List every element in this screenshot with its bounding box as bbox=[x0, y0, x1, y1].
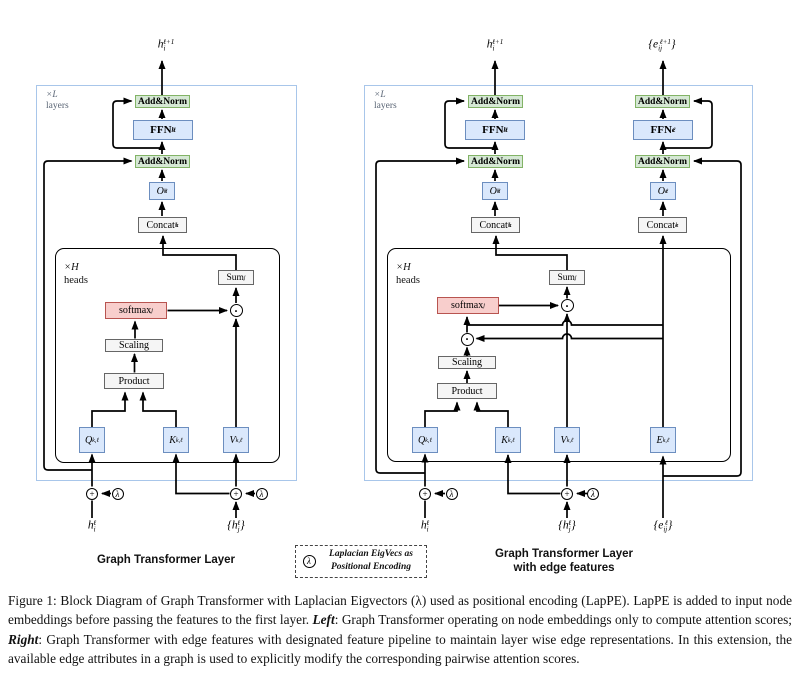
left-layers-label: ×L layers bbox=[46, 90, 69, 112]
legend-line2: Positional Encoding bbox=[331, 562, 411, 572]
left-output-label: hiℓ+1 bbox=[157, 38, 175, 53]
left-input-node-label: hiℓ bbox=[87, 519, 97, 534]
right-heads-times: ×H bbox=[396, 262, 411, 273]
left-layers-times: ×L bbox=[46, 90, 58, 100]
left-layers-unit: layers bbox=[46, 101, 69, 111]
left-plus-circle-node: + bbox=[86, 487, 98, 500]
right-diagram-wires bbox=[375, 60, 742, 518]
figure-caption: Figure 1: Block Diagram of Graph Transfo… bbox=[8, 591, 792, 669]
right-hadamard-circle-edge: · bbox=[460, 332, 474, 346]
legend-lambda-icon: λ bbox=[302, 554, 316, 568]
right-add-norm-top-node-box: Add&Norm bbox=[468, 95, 523, 108]
right-plus-circle-neighbors: + bbox=[561, 487, 573, 500]
right-lambda-circle-neighbors: λ bbox=[587, 487, 599, 500]
right-input-neighbors-label: {hjℓ} bbox=[558, 519, 576, 534]
left-diagram-title: Graph Transformer Layer bbox=[96, 554, 236, 566]
legend-line1: Laplacian EigVecs as bbox=[329, 549, 413, 559]
right-plus-circle-node: + bbox=[419, 487, 431, 500]
right-output-edge-label: {eijℓ+1} bbox=[648, 38, 676, 53]
right-scaling-box: Scaling bbox=[438, 356, 496, 369]
right-heads-unit: heads bbox=[396, 274, 420, 286]
left-lambda-circle-neighbors: λ bbox=[255, 487, 268, 500]
caption-segment: Figure 1: Block Diagram of Graph Transfo… bbox=[8, 593, 792, 628]
right-output-node-label: hiℓ+1 bbox=[486, 38, 504, 53]
right-product-box: Product bbox=[437, 383, 497, 399]
right-diagram-title-line2: with edge features bbox=[513, 562, 615, 574]
right-add-norm-top-edge-box: Add&Norm bbox=[635, 95, 690, 108]
left-hadamard-circle: · bbox=[229, 304, 243, 317]
left-heads-label: ×H heads bbox=[64, 262, 88, 287]
caption-segment: : Graph Transformer operating on node em… bbox=[334, 612, 792, 628]
right-layer-frame bbox=[364, 85, 753, 481]
right-input-node-label: hiℓ bbox=[420, 519, 430, 534]
legend-box bbox=[295, 545, 427, 578]
left-input-neighbors-label: {hjℓ} bbox=[227, 519, 245, 534]
left-heads-times: ×H bbox=[64, 262, 79, 273]
right-layers-times: ×L bbox=[374, 90, 386, 100]
left-add-norm-mid-box: Add&Norm bbox=[135, 155, 190, 168]
left-product-box: Product bbox=[104, 373, 164, 389]
caption-segment-left: Left bbox=[312, 612, 335, 628]
left-scaling-box: Scaling bbox=[105, 339, 163, 352]
caption-segment: : Graph Transformer with edge features w… bbox=[8, 631, 792, 667]
right-diagram-title-line1: Graph Transformer Layer bbox=[494, 548, 634, 560]
right-layers-label: ×L layers bbox=[374, 90, 397, 112]
left-diagram-wires bbox=[43, 60, 255, 518]
right-lambda-circle-node: λ bbox=[445, 487, 458, 500]
caption-segment-right: Right bbox=[8, 631, 39, 647]
right-diagram-title: Graph Transformer Layer with edge featur… bbox=[448, 547, 680, 575]
legend-text: Laplacian EigVecs as Positional Encoding bbox=[318, 548, 424, 574]
right-add-norm-mid-node-box: Add&Norm bbox=[468, 155, 523, 168]
left-plus-circle-neighbors: + bbox=[230, 487, 242, 500]
right-input-edges-label: {eijℓ} bbox=[653, 519, 673, 534]
right-hadamard-circle-value: · bbox=[560, 299, 574, 312]
left-lambda-circle-node: λ bbox=[111, 487, 124, 500]
wires-svg bbox=[43, 60, 742, 518]
left-heads-unit: heads bbox=[64, 274, 88, 286]
left-add-norm-top-box: Add&Norm bbox=[135, 95, 190, 108]
right-heads-label: ×H heads bbox=[396, 262, 420, 287]
left-heads-frame bbox=[55, 248, 280, 463]
left-layer-frame bbox=[36, 85, 297, 481]
right-layers-unit: layers bbox=[374, 101, 397, 111]
right-add-norm-mid-edge-box: Add&Norm bbox=[635, 155, 690, 168]
right-heads-frame bbox=[387, 248, 731, 462]
